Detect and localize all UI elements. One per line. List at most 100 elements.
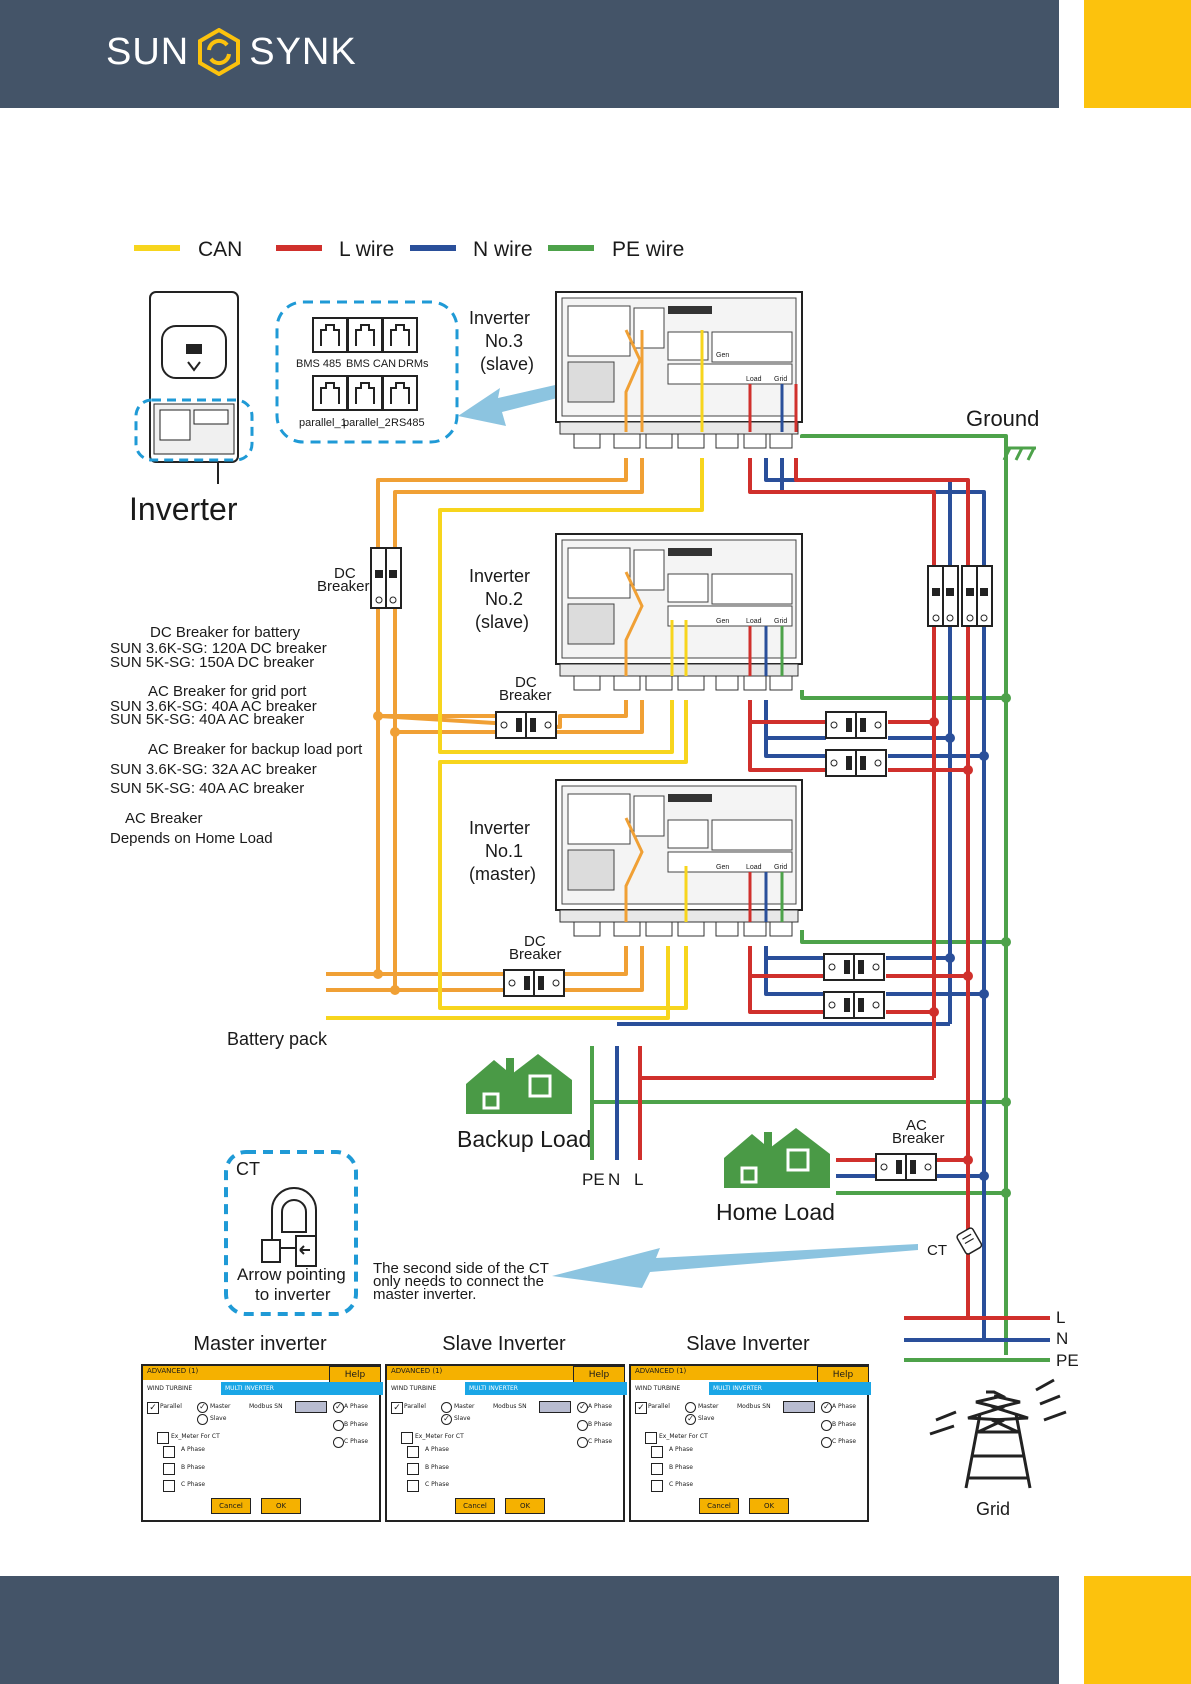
backup-load-l: L	[634, 1170, 643, 1189]
meter-a-phase-checkbox[interactable]	[651, 1446, 663, 1458]
note-dc-battery-head: DC Breaker for battery	[150, 624, 301, 641]
slave-radio[interactable]	[197, 1414, 208, 1425]
master-radio[interactable]	[441, 1402, 452, 1413]
cancel-button[interactable]: Cancel	[699, 1498, 739, 1514]
tab-multi-inverter[interactable]: MULTI INVERTER	[709, 1382, 871, 1395]
screen-header-bar	[143, 1366, 379, 1380]
battery-pack-label: Battery pack	[227, 1029, 328, 1049]
dc-breaker-no2-label2: Breaker	[499, 687, 552, 704]
ac-breaker-grid-no3-b	[961, 565, 993, 627]
cancel-button[interactable]: Cancel	[455, 1498, 495, 1514]
ex-meter-checkbox[interactable]	[157, 1432, 169, 1444]
a-phase-radio[interactable]: ✓	[333, 1402, 344, 1413]
meter-b-phase-label: B Phase	[425, 1464, 449, 1471]
note-ac-backup-line1: SUN 3.6K-SG: 32A AC breaker	[110, 761, 317, 778]
ex-meter-label: Ex_Meter For CT	[659, 1433, 708, 1440]
breaker-notes: DC Breaker for battery SUN 3.6K-SG: 120A…	[110, 624, 363, 847]
b-phase-radio[interactable]	[577, 1420, 588, 1431]
modbus-input[interactable]	[295, 1401, 327, 1413]
port-label-drms: DRMs	[398, 358, 429, 370]
c-phase-radio[interactable]	[577, 1437, 588, 1448]
master-label: Master	[698, 1403, 719, 1410]
cancel-button[interactable]: Cancel	[211, 1498, 251, 1514]
meter-a-phase-checkbox[interactable]	[407, 1446, 419, 1458]
home-load-house-icon	[722, 1126, 832, 1190]
parallel-checkbox[interactable]: ✓	[635, 1402, 647, 1414]
legend-label-n: N wire	[473, 238, 533, 261]
port-label-bms485: BMS 485	[296, 358, 341, 370]
slave-radio[interactable]: ✓	[441, 1414, 452, 1425]
slave-label: Slave	[454, 1415, 471, 1422]
rj45-port-parallel1	[312, 375, 348, 411]
meter-b-phase-checkbox[interactable]	[651, 1463, 663, 1475]
tab-wind-turbine[interactable]: WIND TURBINE	[635, 1385, 681, 1392]
ok-button[interactable]: OK	[505, 1498, 545, 1514]
a-phase-radio[interactable]: ✓	[821, 1402, 832, 1413]
ac-breaker-home	[875, 1153, 937, 1181]
modbus-input[interactable]	[783, 1401, 815, 1413]
meter-c-phase-label: C Phase	[669, 1481, 694, 1488]
ct-box-title: CT	[236, 1159, 260, 1179]
ok-button[interactable]: OK	[261, 1498, 301, 1514]
c-phase-label: C Phase	[588, 1438, 613, 1445]
dc-breaker-no1-label1: DC	[524, 933, 546, 950]
ct-note-arrow	[552, 1244, 918, 1288]
dc-breaker-top-label2: Breaker	[317, 578, 370, 595]
ex-meter-checkbox[interactable]	[401, 1432, 413, 1444]
terminal-row-no3: Gen	[716, 352, 729, 359]
c-phase-radio[interactable]	[821, 1437, 832, 1448]
parallel-checkbox[interactable]: ✓	[391, 1402, 403, 1414]
tab-multi-inverter[interactable]: MULTI INVERTER	[221, 1382, 383, 1395]
meter-b-phase-checkbox[interactable]	[407, 1463, 419, 1475]
inverter-no1-line1: Inverter	[469, 818, 530, 838]
meter-c-phase-checkbox[interactable]	[651, 1480, 663, 1492]
header-accent	[1084, 0, 1191, 108]
backup-load-house-icon	[464, 1052, 574, 1116]
ac-breaker-home-label2: Breaker	[892, 1130, 945, 1147]
port-label-parallel1: parallel_1	[299, 417, 347, 429]
meter-a-phase-label: A Phase	[425, 1446, 449, 1453]
meter-a-phase-label: A Phase	[669, 1446, 693, 1453]
backup-load-pe: PE	[582, 1170, 605, 1189]
settings-screen-title: Slave Inverter	[442, 1333, 566, 1355]
screen-header-text: ADVANCED (1)	[391, 1367, 443, 1375]
inverter-no2-line2: No.2	[485, 589, 523, 609]
screen-header-bar	[387, 1366, 623, 1380]
ct-arrow-line2: to inverter	[255, 1285, 331, 1304]
dc-breaker-no2	[495, 711, 557, 739]
footer-accent	[1084, 1576, 1191, 1684]
meter-c-phase-checkbox[interactable]	[163, 1480, 175, 1492]
ex-meter-checkbox[interactable]	[645, 1432, 657, 1444]
parallel-label: Parallel	[160, 1403, 182, 1410]
parallel-checkbox[interactable]: ✓	[147, 1402, 159, 1414]
port-label-parallel2: parallel_2	[343, 417, 391, 429]
c-phase-radio[interactable]	[333, 1437, 344, 1448]
slave-radio[interactable]: ✓	[685, 1414, 696, 1425]
ct-label: CT	[927, 1242, 947, 1259]
tab-wind-turbine[interactable]: WIND TURBINE	[391, 1385, 437, 1392]
meter-b-phase-label: B Phase	[669, 1464, 693, 1471]
ct-note-line2: only needs to connect the	[373, 1273, 544, 1290]
header-band	[0, 0, 1059, 108]
tab-multi-inverter[interactable]: MULTI INVERTER	[465, 1382, 627, 1395]
ok-button[interactable]: OK	[749, 1498, 789, 1514]
home-load-title: Home Load	[716, 1199, 835, 1225]
inverter-caption: Inverter	[129, 491, 238, 527]
meter-c-phase-label: C Phase	[425, 1481, 450, 1488]
a-phase-radio[interactable]: ✓	[577, 1402, 588, 1413]
dc-breaker-top-label1: DC	[334, 565, 356, 582]
meter-c-phase-checkbox[interactable]	[407, 1480, 419, 1492]
tab-wind-turbine[interactable]: WIND TURBINE	[147, 1385, 193, 1392]
sunsynk-logo-icon	[198, 28, 241, 76]
b-phase-radio[interactable]	[821, 1420, 832, 1431]
logo-right-text: SYNK	[249, 30, 357, 73]
ct-clamp-icon	[261, 1187, 317, 1267]
modbus-input[interactable]	[539, 1401, 571, 1413]
b-phase-radio[interactable]	[333, 1420, 344, 1431]
master-radio[interactable]: ✓	[197, 1402, 208, 1413]
meter-b-phase-checkbox[interactable]	[163, 1463, 175, 1475]
master-radio[interactable]	[685, 1402, 696, 1413]
meter-a-phase-checkbox[interactable]	[163, 1446, 175, 1458]
